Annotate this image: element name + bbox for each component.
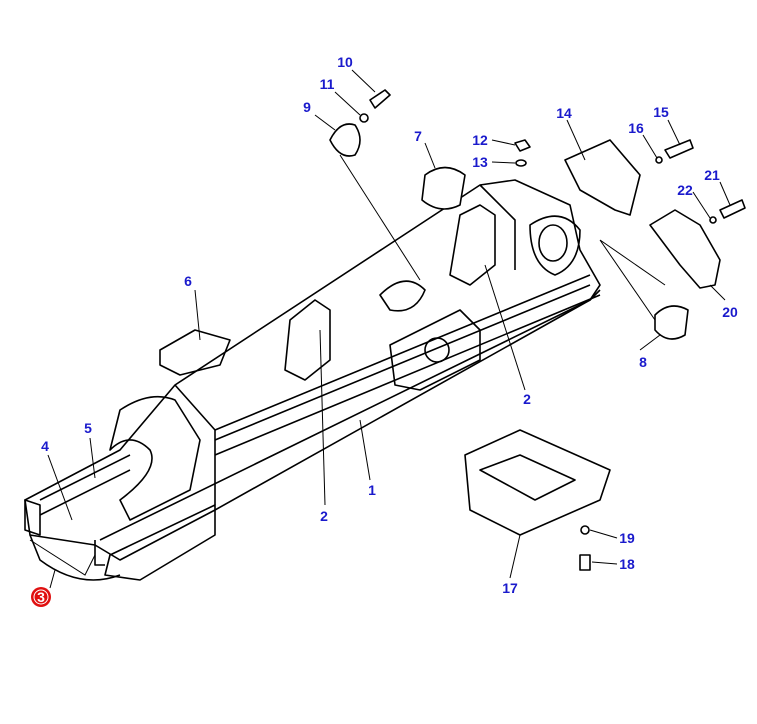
label-10[interactable]: 10 [337, 54, 353, 70]
bolt-part-18 [579, 554, 591, 571]
label-2b[interactable]: 2 [320, 508, 328, 524]
label-19[interactable]: 19 [619, 530, 635, 546]
cover-part-9 [329, 123, 361, 157]
track-frame [24, 179, 611, 581]
label-15[interactable]: 15 [653, 104, 669, 120]
part-labels: 10 11 9 7 12 13 14 16 15 22 21 6 20 8 2 … [41, 54, 738, 596]
washer-part-13 [515, 159, 527, 167]
label-20[interactable]: 20 [722, 304, 738, 320]
bushing-part-7 [421, 166, 466, 210]
label-9[interactable]: 9 [303, 99, 311, 115]
label-17[interactable]: 17 [502, 580, 518, 596]
label-4[interactable]: 4 [41, 438, 49, 454]
label-6[interactable]: 6 [184, 273, 192, 289]
label-1[interactable]: 1 [368, 482, 376, 498]
label-13[interactable]: 13 [472, 154, 488, 170]
label-21[interactable]: 21 [704, 167, 720, 183]
assembly-marker-label: 3 [37, 589, 45, 605]
guard-part-20 [649, 209, 721, 289]
label-16[interactable]: 16 [628, 120, 644, 136]
guard-part-14 [564, 139, 641, 216]
bolt-part-15 [664, 139, 694, 159]
washer-part-16 [655, 156, 663, 164]
label-2a[interactable]: 2 [523, 391, 531, 407]
bolt-part-21 [719, 199, 746, 219]
washer-part-22 [709, 216, 717, 224]
assembly-marker-3[interactable]: 3 [31, 587, 51, 607]
label-11[interactable]: 11 [320, 76, 335, 92]
label-12[interactable]: 12 [472, 132, 488, 148]
loose-parts [329, 89, 746, 571]
washer-part-19 [580, 525, 590, 535]
label-14[interactable]: 14 [556, 105, 572, 121]
label-8[interactable]: 8 [639, 354, 647, 370]
bolt-part-10 [369, 89, 391, 109]
washer-part-11 [359, 113, 369, 123]
nut-part-12 [514, 139, 531, 152]
label-7[interactable]: 7 [414, 128, 422, 144]
label-5[interactable]: 5 [84, 420, 92, 436]
bushing-part-8 [654, 305, 689, 340]
leader-lines [29, 69, 731, 589]
label-22[interactable]: 22 [677, 182, 693, 198]
label-18[interactable]: 18 [619, 556, 635, 572]
